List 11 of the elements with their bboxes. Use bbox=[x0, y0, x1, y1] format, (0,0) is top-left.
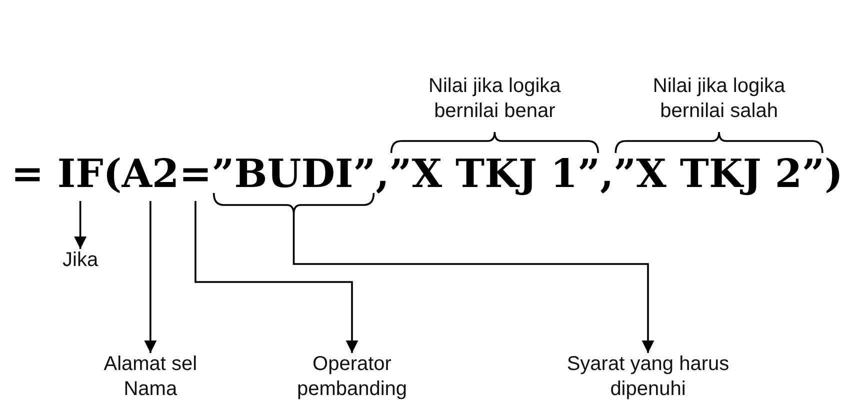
arrow bbox=[194, 201, 358, 353]
annotation-label: Syarat yang harus dipenuhi bbox=[553, 352, 743, 402]
annotation-text: Nilai jika logika bernilai benar bbox=[428, 74, 562, 124]
arrow bbox=[144, 201, 157, 353]
annotation-label: Operator pembanding bbox=[277, 352, 427, 402]
annotation-label: Jika bbox=[45, 248, 116, 273]
annotation-text: Nilai jika logika bernilai salah bbox=[652, 74, 786, 124]
arrow bbox=[292, 214, 654, 353]
annotation-label: Alamat sel Nama bbox=[90, 352, 210, 402]
formula-text: = IF(A2=”BUDI”,”X TKJ 1”,”X TKJ 2”) bbox=[11, 150, 843, 198]
arrow bbox=[74, 201, 87, 249]
